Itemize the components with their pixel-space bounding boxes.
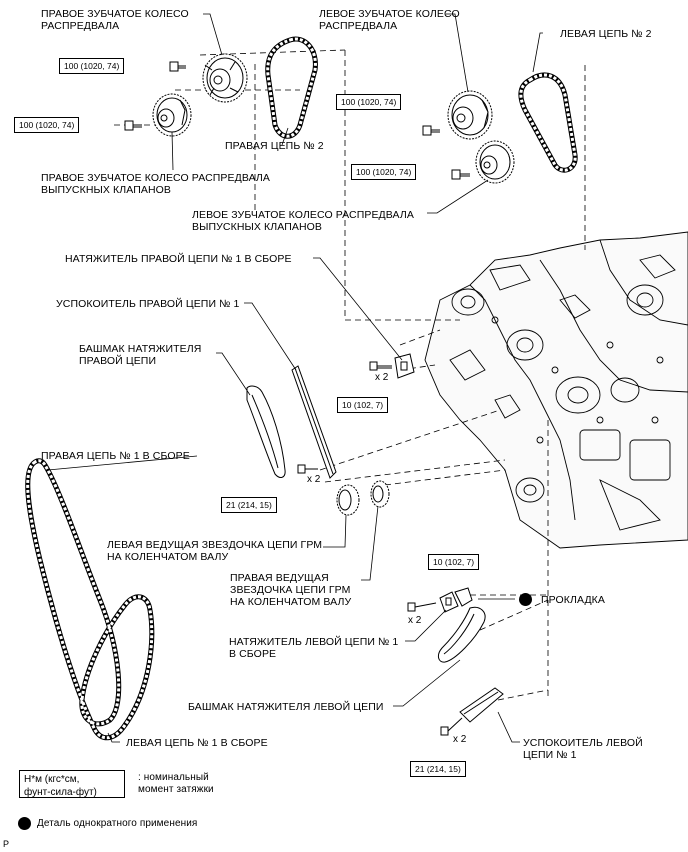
torque-box-right-exhaust: 100 (1020, 74) bbox=[14, 117, 80, 133]
legend-torque-units: Н*м (кгс*см, фунт-сила-фут) bbox=[19, 770, 125, 798]
left-tensioner-slipper bbox=[437, 606, 486, 663]
left-exhaust-camshaft-gear bbox=[475, 140, 515, 184]
engine-block bbox=[424, 231, 688, 549]
right-chain-2 bbox=[265, 36, 318, 139]
torque-box-left-tensioner: 10 (102, 7) bbox=[428, 554, 480, 570]
qty-right-damper-bolts: x 2 bbox=[307, 474, 321, 485]
label-right-chain-2: ПРАВАЯ ЦЕПЬ № 2 bbox=[225, 140, 324, 152]
label-left-chain-1-assy: ЛЕВАЯ ЦЕПЬ № 1 В СБОРЕ bbox=[126, 737, 268, 749]
corner-mark: P bbox=[3, 839, 10, 849]
left-chain-2 bbox=[518, 72, 578, 173]
label-left-chain-2: ЛЕВАЯ ЦЕПЬ № 2 bbox=[560, 28, 652, 40]
bolt-right-camshaft bbox=[169, 61, 186, 72]
label-right-exhaust-camshaft-gear: ПРАВОЕ ЗУБЧАТОЕ КОЛЕСО РАСПРЕДВАЛА ВЫПУС… bbox=[41, 172, 271, 196]
right-chain-tensioner bbox=[394, 353, 415, 379]
label-gasket: ПРОКЛАДКА bbox=[541, 594, 605, 606]
label-right-tensioner-assy: НАТЯЖИТЕЛЬ ПРАВОЙ ЦЕПИ № 1 В СБОРЕ bbox=[65, 253, 292, 265]
single-use-marker-icon bbox=[519, 593, 532, 606]
right-chain-1-assy bbox=[25, 458, 155, 741]
label-right-chain-1-assy: ПРАВАЯ ЦЕПЬ № 1 В СБОРЕ bbox=[41, 450, 190, 462]
right-camshaft-gear bbox=[202, 53, 248, 103]
legend-single-use-icon bbox=[18, 817, 31, 830]
label-right-tensioner-slipper: БАШМАК НАТЯЖИТЕЛЯ ПРАВОЙ ЦЕПИ bbox=[79, 343, 202, 367]
legend-single-use-text: Деталь однократного применения bbox=[37, 818, 198, 829]
label-right-crank-sprocket: ПРАВАЯ ВЕДУЩАЯ ЗВЕЗДОЧКА ЦЕПИ ГРМ НА КОЛ… bbox=[230, 572, 352, 608]
qty-right-tensioner-bolts: x 2 bbox=[375, 372, 389, 383]
qty-left-damper-bolts: x 2 bbox=[453, 734, 467, 745]
left-chain-damper bbox=[459, 687, 504, 723]
right-exhaust-camshaft-gear bbox=[152, 93, 192, 137]
bolt-left-camshaft bbox=[422, 125, 440, 136]
left-chain-tensioner bbox=[439, 591, 459, 613]
torque-box-left-exhaust: 100 (1020, 74) bbox=[351, 164, 417, 180]
torque-box-left-camshaft: 100 (1020, 74) bbox=[336, 94, 402, 110]
label-left-tensioner-slipper: БАШМАК НАТЯЖИТЕЛЯ ЛЕВОЙ ЦЕПИ bbox=[188, 701, 384, 713]
right-tensioner-slipper bbox=[246, 385, 286, 478]
torque-box-right-tensioner: 10 (102, 7) bbox=[337, 397, 389, 413]
gasket-part bbox=[454, 587, 473, 607]
right-chain-damper bbox=[291, 365, 337, 479]
qty-left-tensioner-bolts: x 2 bbox=[408, 615, 422, 626]
left-camshaft-gear bbox=[447, 90, 493, 140]
legend-torque-description: : номинальный момент затяжки bbox=[138, 772, 214, 795]
bolt-left-tensioner bbox=[407, 602, 437, 612]
torque-box-right-damper: 21 (214, 15) bbox=[221, 497, 277, 513]
bolt-left-exhaust bbox=[451, 169, 470, 180]
label-right-camshaft-gear: ПРАВОЕ ЗУБЧАТОЕ КОЛЕСО РАСПРЕДВАЛА bbox=[41, 8, 189, 32]
bolt-right-exhaust bbox=[124, 120, 142, 131]
torque-box-right-camshaft: 100 (1020, 74) bbox=[59, 58, 125, 74]
leader-lines bbox=[47, 13, 543, 743]
bolt-right-tensioner bbox=[369, 361, 392, 371]
torque-box-left-damper: 21 (214, 15) bbox=[410, 761, 466, 777]
right-crankshaft-sprocket bbox=[370, 480, 390, 508]
bolt-right-damper bbox=[297, 464, 318, 474]
bolt-left-damper bbox=[440, 717, 463, 736]
label-right-damper: УСПОКОИТЕЛЬ ПРАВОЙ ЦЕПИ № 1 bbox=[56, 298, 240, 310]
label-left-exhaust-camshaft-gear: ЛЕВОЕ ЗУБЧАТОЕ КОЛЕСО РАСПРЕДВАЛА ВЫПУСК… bbox=[192, 209, 414, 233]
label-left-crank-sprocket: ЛЕВАЯ ВЕДУЩАЯ ЗВЕЗДОЧКА ЦЕПИ ГРМ НА КОЛЕ… bbox=[107, 539, 323, 563]
left-crankshaft-sprocket bbox=[336, 484, 360, 516]
label-left-camshaft-gear: ЛЕВОЕ ЗУБЧАТОЕ КОЛЕСО РАСПРЕДВАЛА bbox=[319, 8, 460, 32]
label-left-damper: УСПОКОИТЕЛЬ ЛЕВОЙ ЦЕПИ № 1 bbox=[523, 737, 643, 761]
label-left-tensioner-assy: НАТЯЖИТЕЛЬ ЛЕВОЙ ЦЕПИ № 1 В СБОРЕ bbox=[229, 636, 399, 660]
